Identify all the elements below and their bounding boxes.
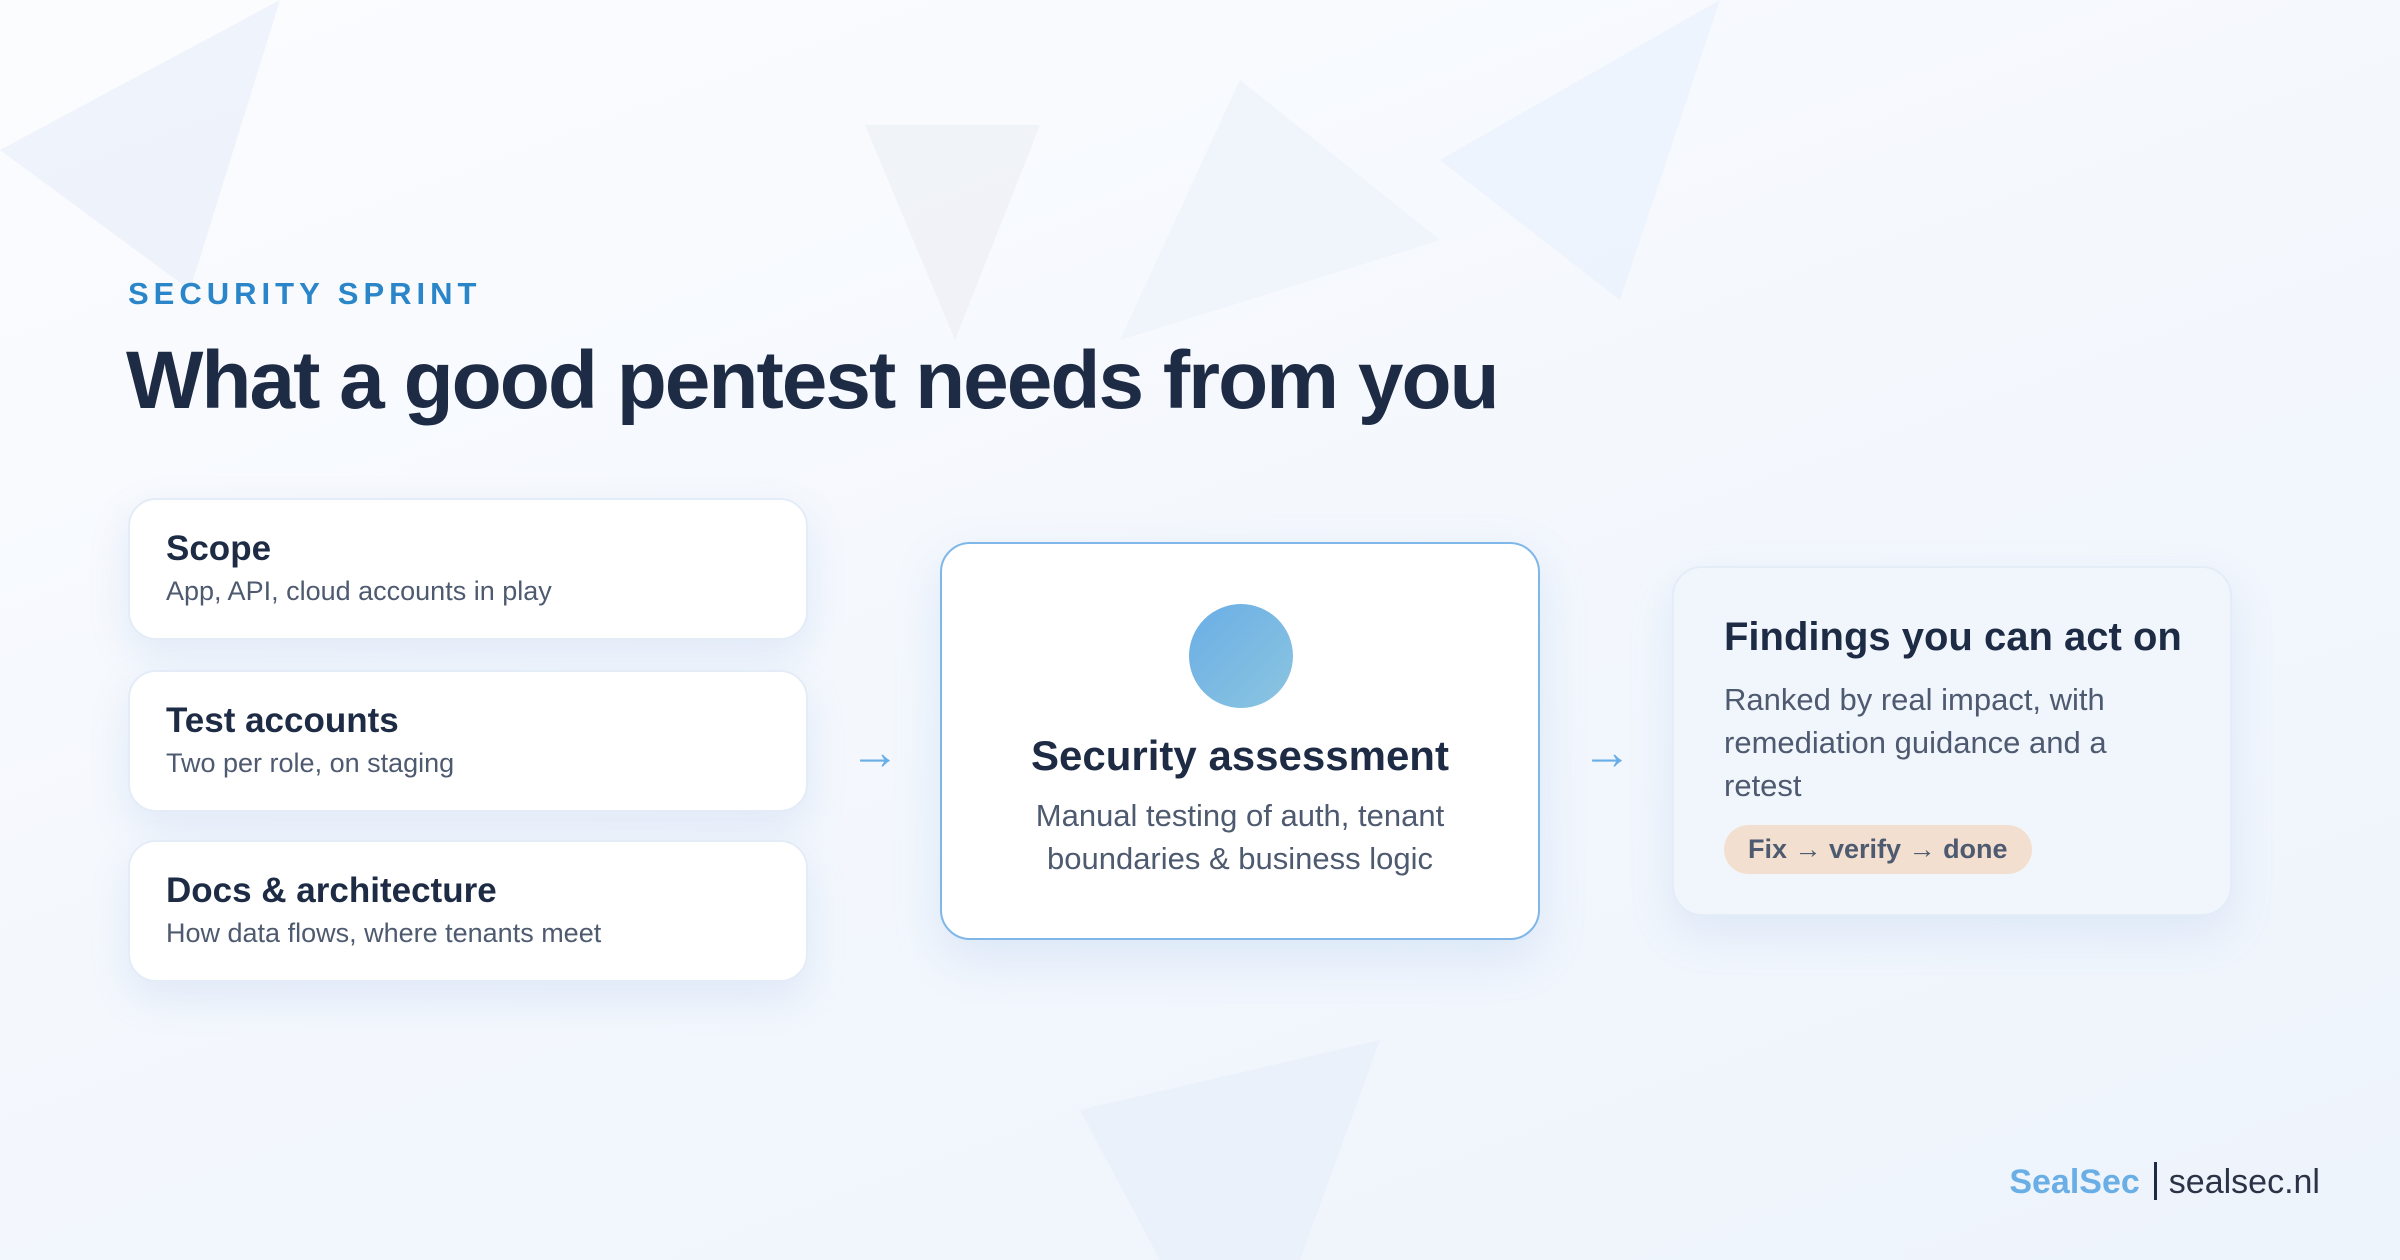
footer-divider [2153, 1162, 2157, 1200]
assessment-card: Security assessment Manual testing of au… [940, 542, 1540, 940]
findings-desc: Ranked by real impact, with remediation … [1724, 682, 2107, 803]
brand-name: SealSec [2009, 1163, 2140, 1201]
input-card-scope: Scope App, API, cloud accounts in play [128, 498, 808, 640]
bg-triangle [865, 125, 1040, 340]
bg-triangle [0, 0, 280, 290]
arrow-right-icon: → [1582, 724, 1632, 780]
eyebrow-label: SECURITY SPRINT [128, 276, 482, 311]
assessment-title: Security assessment [1031, 732, 1449, 779]
input-card-title: Test accounts [166, 701, 399, 740]
bg-triangle [1120, 80, 1440, 340]
input-card-docs: Docs & architecture How data flows, wher… [128, 840, 808, 982]
website-link[interactable]: sealsec.nl [2168, 1163, 2320, 1201]
input-card-test-accounts: Test accounts Two per role, on staging [128, 670, 808, 812]
findings-card: Findings you can act on Ranked by real i… [1672, 566, 2232, 916]
input-card-desc: App, API, cloud accounts in play [166, 576, 552, 606]
arrow-right-icon: → [850, 724, 900, 780]
input-card-desc: Two per role, on staging [166, 748, 455, 778]
page-title: What a good pentest needs from you [126, 335, 1500, 426]
footer-branding: SealSec sealsec.nl [2009, 1162, 2320, 1202]
input-card-title: Scope [166, 529, 272, 568]
input-card-title: Docs & architecture [166, 871, 497, 910]
findings-title: Findings you can act on [1724, 615, 2182, 659]
assessment-circle-icon [1189, 604, 1293, 708]
input-card-desc: How data flows, where tenants meet [166, 918, 602, 948]
bg-triangle [1440, 0, 1720, 300]
assessment-desc: Manual testing of auth, tenant boundarie… [1035, 798, 1445, 876]
workflow-badge: Fix → verify → done [1724, 825, 2032, 874]
bg-triangle [1080, 1040, 1380, 1260]
